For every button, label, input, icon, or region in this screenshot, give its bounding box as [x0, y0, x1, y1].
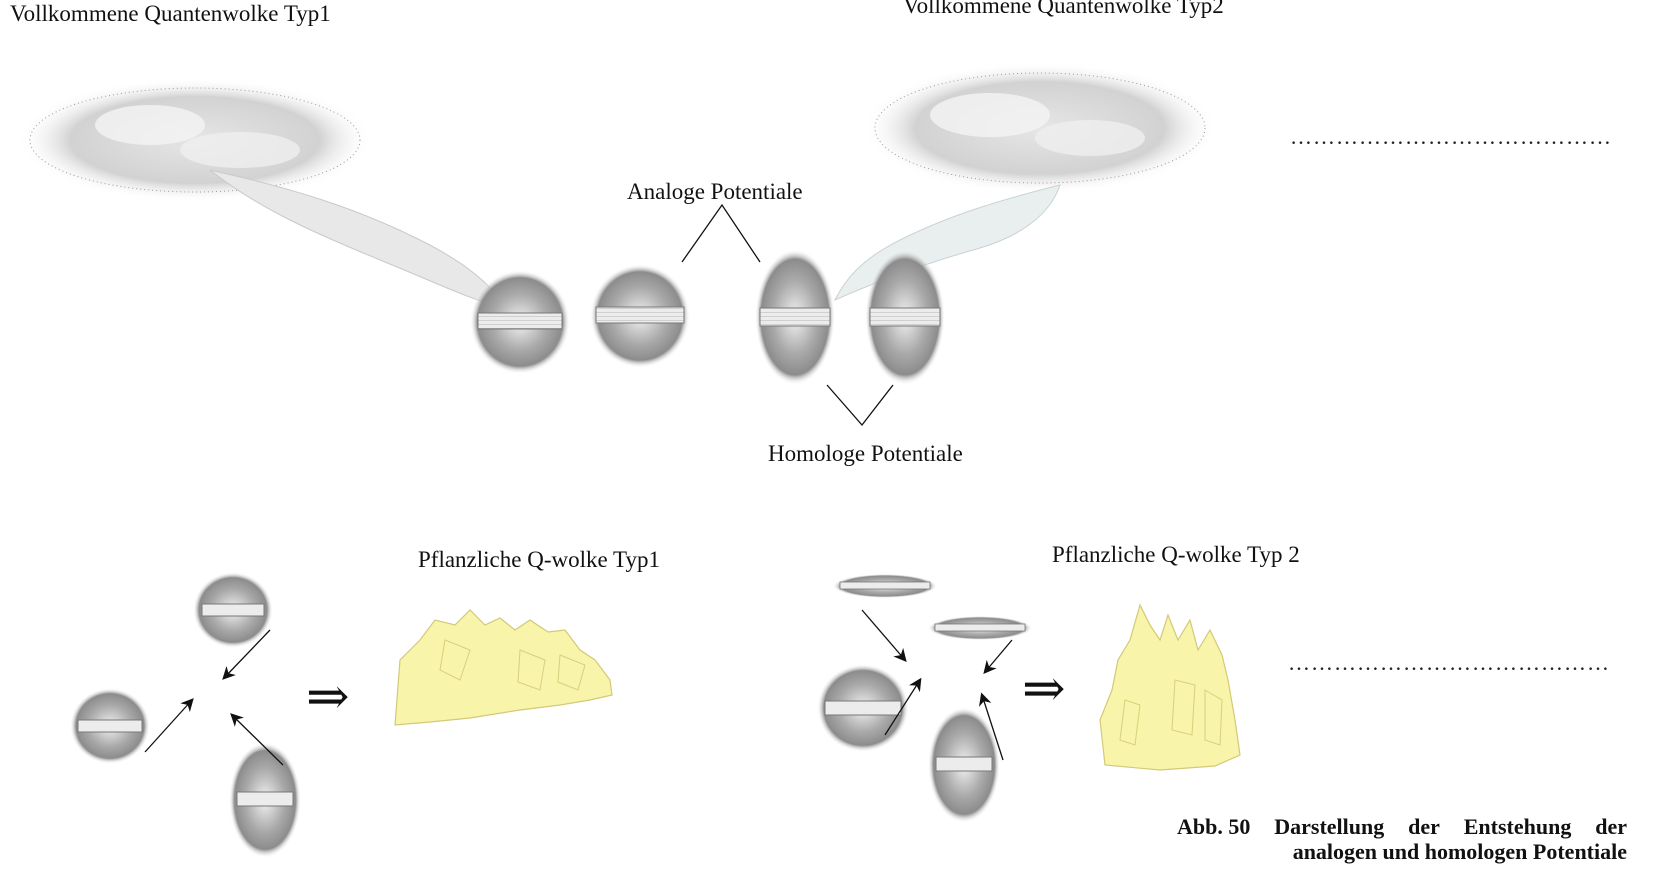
label-cloud-type2: Vollkommene Quantenwolke Typ2: [903, 0, 1224, 17]
plant-cloud-type2: [1100, 605, 1240, 770]
caption-line-1: Abb. 50 Darstellung der Entstehung der: [1177, 814, 1627, 839]
quantum-cloud-type1: [17, 78, 510, 310]
plant-cloud-type1: [395, 610, 612, 725]
label-homolog: Homologe Potentiale: [768, 442, 963, 465]
caption-word-3: Entstehung: [1464, 814, 1572, 839]
analog-potential-orb-1: [470, 270, 570, 374]
label-cloud-type1: Vollkommene Quantenwolke Typ1: [10, 2, 331, 25]
caption-word-1: Darstellung: [1274, 814, 1384, 839]
plant-type2-disc-2: [928, 616, 1032, 640]
analog-pointer-lines: [682, 205, 760, 262]
plant-type1-arrow-2: [145, 700, 192, 752]
implies-symbol-2: ⇒: [1022, 664, 1066, 716]
plant-type2-arrow-1: [862, 610, 905, 660]
implies-symbol-1: ⇒: [306, 672, 350, 724]
caption-word-2: der: [1408, 814, 1440, 839]
caption-word-4: der: [1595, 814, 1627, 839]
homolog-pointer-lines: [827, 385, 893, 425]
homolog-potential-orb-2: [865, 249, 945, 385]
plant-type1-orb-left: [70, 688, 150, 764]
label-analog: Analoge Potentiale: [627, 180, 803, 203]
figure-caption: Abb. 50 Darstellung der Entstehung der a…: [1177, 814, 1627, 865]
label-plant-type2: Pflanzliche Q-wolke Typ 2: [1052, 543, 1300, 566]
analog-potential-orb-2: [590, 264, 690, 368]
plant-type2-orb-bottom: [928, 707, 1000, 823]
homolog-potential-orb-1: [755, 249, 835, 385]
caption-line-2: analogen und homologen Potentiale: [1177, 839, 1627, 864]
continuation-dots-bottom: ……………………………………: [1288, 652, 1610, 674]
plant-type1-orb-bottom: [229, 742, 301, 858]
caption-number: Abb. 50: [1177, 814, 1250, 839]
plant-type2-disc-1: [833, 574, 937, 598]
plant-type2-arrow-2: [985, 640, 1012, 672]
label-plant-type1: Pflanzliche Q-wolke Typ1: [418, 548, 660, 571]
plant-type2-orb-left: [817, 664, 909, 752]
continuation-dots-top: ……………………………………: [1290, 126, 1612, 148]
plant-type1-orb-top: [193, 572, 273, 648]
